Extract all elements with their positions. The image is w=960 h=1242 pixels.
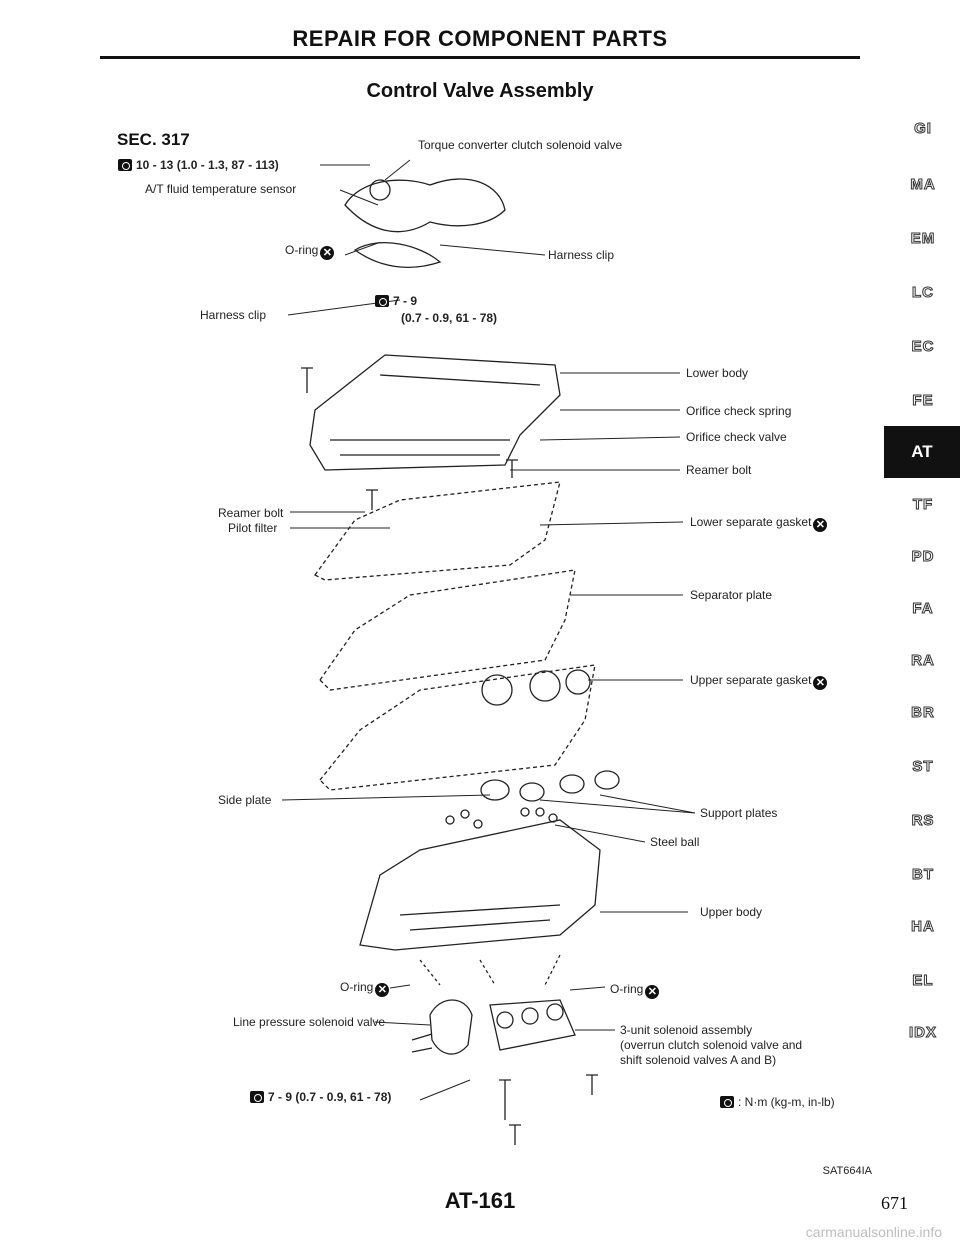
support-plate [519, 782, 545, 802]
orifice-valve-label: Orifice check valve [686, 430, 787, 444]
orifice-spring-label: Orifice check spring [686, 404, 792, 418]
three-unit-solenoid-label: 3-unit solenoid assembly [620, 1023, 753, 1037]
support-plate [594, 770, 620, 790]
torque-spec-mid-metric: (0.7 - 0.9, 61 - 78) [401, 311, 498, 325]
lower-body-label: Lower body [686, 366, 749, 380]
upper-body-shape [359, 819, 601, 951]
section-tab-el[interactable]: EL [912, 972, 934, 990]
section-number: SEC. 317 [117, 130, 190, 149]
section-tab-idx[interactable]: IDX [908, 1024, 937, 1042]
section-tab-tf[interactable]: TF [912, 496, 934, 514]
torque-wrench-icon [375, 295, 389, 307]
page-number: 671 [881, 1193, 908, 1213]
figure-code: SAT664IA [822, 1165, 872, 1177]
reamer-bolt-left-label: Reamer bolt [218, 506, 284, 520]
bolt [499, 1079, 511, 1120]
side-plate-label: Side plate [218, 793, 272, 807]
section-tab-lc[interactable]: LC [912, 284, 934, 302]
bolt [366, 489, 378, 510]
upper-body-label: Upper body [700, 905, 763, 919]
lower-gasket-shape [314, 481, 561, 581]
bolt [301, 367, 313, 393]
fluid-temp-sensor-label: A/T fluid temperature sensor [145, 182, 297, 196]
pilot-filter-label: Pilot filter [228, 521, 278, 535]
three-unit-solenoid-detail: (overrun clutch solenoid valve and [620, 1038, 803, 1052]
section-tab-br[interactable]: BR [911, 704, 935, 722]
steel-ball-label: Steel ball [650, 835, 700, 849]
tcc-solenoid-shape [369, 179, 391, 201]
section-tab-bt[interactable]: BT [912, 866, 934, 884]
section-tab-ra[interactable]: RA [911, 652, 935, 670]
section-tab-fa[interactable]: FA [912, 600, 934, 618]
bolt [586, 1074, 598, 1095]
replace-icon: ✕ [813, 676, 828, 690]
replace-icon: ✕ [645, 985, 660, 999]
torque-spec-top: 10 - 13 (1.0 - 1.3, 87 - 113) [118, 158, 279, 172]
support-plate [559, 774, 585, 794]
section-tab-pd[interactable]: PD [911, 548, 935, 566]
harness-clip-left-label: Harness clip [200, 308, 267, 322]
section-tab-gi[interactable]: GI [914, 120, 932, 138]
tcc-solenoid-label: Torque converter clutch solenoid valve [418, 138, 623, 152]
support-plate [480, 779, 510, 801]
harness-clip-right-label: Harness clip [548, 248, 615, 262]
lower-gasket-label: Lower separate gasket✕ [690, 515, 828, 532]
replace-icon: ✕ [813, 518, 828, 532]
support-plates-label: Support plates [700, 806, 778, 820]
reamer-bolt-right-label: Reamer bolt [686, 463, 752, 477]
replace-icon: ✕ [320, 246, 335, 260]
bolt [506, 459, 518, 478]
section-tab-fe[interactable]: FE [912, 392, 934, 410]
section-title: Control Valve Assembly [366, 80, 594, 102]
bolt [509, 1124, 521, 1145]
section-tab-ma[interactable]: MA [910, 176, 936, 194]
upper-gasket-label: Upper separate gasket✕ [690, 673, 828, 690]
torque-spec-bottom: 7 - 9 (0.7 - 0.9, 61 - 78) [250, 1090, 391, 1104]
line-pressure-solenoid-label: Line pressure solenoid valve [233, 1015, 386, 1029]
section-tab-ha[interactable]: HA [911, 918, 935, 936]
replace-icon: ✕ [375, 983, 390, 997]
torque-wrench-icon [720, 1096, 734, 1108]
upper-gasket-shape [319, 664, 596, 791]
torque-wrench-icon [118, 159, 132, 171]
separator-plate-label: Separator plate [690, 588, 773, 602]
line-pressure-solenoid-shape [429, 999, 473, 1055]
section-tab-st[interactable]: ST [912, 758, 934, 776]
separator-plate-shape [319, 569, 576, 691]
page-header: REPAIR FOR COMPONENT PARTS [292, 26, 668, 51]
three-unit-solenoid-shape [489, 999, 576, 1051]
oring-right-label: O-ring✕ [610, 982, 660, 999]
oring-left-label: O-ring✕ [340, 980, 390, 997]
lower-body-shape [309, 354, 561, 471]
watermark: carmanualsonline.info [805, 1224, 942, 1240]
section-tab-em[interactable]: EM [910, 230, 936, 248]
section-tab-at-active[interactable]: AT [884, 426, 960, 478]
section-tab-rs[interactable]: RS [911, 812, 935, 830]
torque-wrench-icon [250, 1091, 264, 1103]
page-id: AT-161 [444, 1188, 516, 1213]
torque-spec-mid: 7 - 9 [375, 294, 417, 308]
oring-top-label: O-ring✕ [285, 243, 335, 260]
torque-legend: : N·m (kg-m, in-lb) [720, 1095, 835, 1109]
header-rule [100, 56, 860, 59]
harness-wire [353, 242, 442, 268]
three-unit-solenoid-detail-2: shift solenoid valves A and B) [620, 1053, 777, 1067]
section-tab-ec[interactable]: EC [911, 338, 935, 356]
harness-cluster [344, 178, 506, 233]
